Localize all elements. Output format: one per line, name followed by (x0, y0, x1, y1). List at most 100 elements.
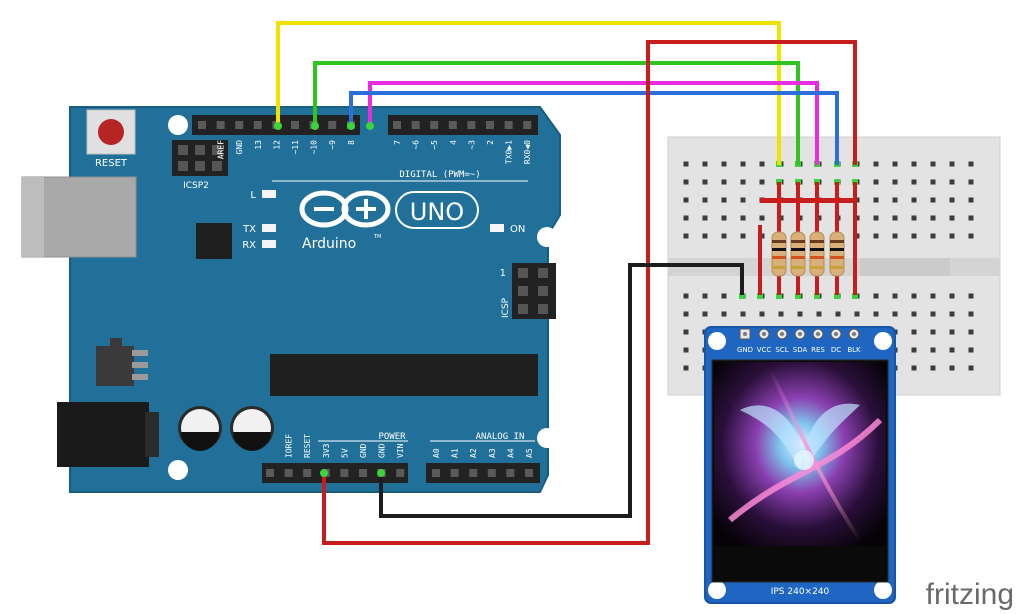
breadboard-hole[interactable] (740, 233, 746, 239)
breadboard-hole[interactable] (683, 347, 689, 353)
breadboard-hole[interactable] (721, 197, 727, 203)
breadboard-hole[interactable] (721, 293, 727, 299)
breadboard-hole-active[interactable] (776, 293, 782, 299)
breadboard-hole[interactable] (873, 233, 879, 239)
header-socket[interactable] (235, 121, 244, 129)
breadboard-hole[interactable] (759, 215, 765, 221)
header-socket[interactable] (328, 121, 337, 129)
header-socket[interactable] (430, 121, 439, 129)
breadboard-hole[interactable] (930, 233, 936, 239)
breadboard-hole[interactable] (949, 215, 955, 221)
breadboard-hole[interactable] (911, 293, 917, 299)
breadboard-hole[interactable] (949, 365, 955, 371)
header-socket[interactable] (506, 469, 515, 477)
breadboard-hole[interactable] (930, 179, 936, 185)
breadboard-hole[interactable] (968, 311, 974, 317)
breadboard-hole[interactable] (949, 179, 955, 185)
breadboard-hole[interactable] (949, 293, 955, 299)
breadboard-hole-active[interactable] (814, 293, 820, 299)
breadboard-hole-active[interactable] (795, 293, 801, 299)
breadboard-hole[interactable] (949, 329, 955, 335)
breadboard-hole[interactable] (911, 233, 917, 239)
breadboard-hole[interactable] (683, 179, 689, 185)
breadboard-hole[interactable] (759, 311, 765, 317)
breadboard-hole[interactable] (721, 161, 727, 167)
header-socket[interactable] (487, 469, 496, 477)
wire-d9-blue[interactable] (349, 91, 839, 165)
breadboard-hole[interactable] (835, 311, 841, 317)
header-socket[interactable] (504, 121, 513, 129)
breadboard-hole[interactable] (702, 311, 708, 317)
wire-mosi-green[interactable] (313, 61, 800, 165)
header-socket[interactable] (523, 121, 532, 129)
breadboard-hole[interactable] (702, 233, 708, 239)
wire-3v3-red[interactable] (322, 40, 857, 545)
breadboard-hole[interactable] (930, 293, 936, 299)
breadboard-hole[interactable] (892, 161, 898, 167)
header-socket[interactable] (486, 121, 494, 129)
breadboard-hole[interactable] (683, 365, 689, 371)
header-socket[interactable] (359, 469, 367, 477)
breadboard-hole[interactable] (930, 347, 936, 353)
breadboard-hole[interactable] (930, 329, 936, 335)
breadboard-hole[interactable] (911, 347, 917, 353)
breadboard-hole[interactable] (740, 197, 746, 203)
breadboard-hole[interactable] (778, 311, 784, 317)
breadboard-hole[interactable] (702, 197, 708, 203)
breadboard-hole[interactable] (740, 161, 746, 167)
breadboard-hole[interactable] (740, 311, 746, 317)
breadboard-hole[interactable] (892, 215, 898, 221)
header-socket[interactable] (340, 469, 349, 477)
breadboard-hole[interactable] (873, 293, 879, 299)
header-socket[interactable] (291, 121, 299, 129)
header-socket[interactable] (469, 469, 478, 477)
header-socket[interactable] (432, 469, 440, 477)
breadboard-hole[interactable] (949, 311, 955, 317)
header-socket[interactable] (450, 469, 459, 477)
breadboard-hole[interactable] (702, 161, 708, 167)
breadboard-hole[interactable] (797, 311, 803, 317)
breadboard-hole[interactable] (873, 311, 879, 317)
reset-button-cap[interactable] (98, 119, 124, 145)
breadboard-hole-active[interactable] (739, 293, 745, 299)
breadboard-hole[interactable] (873, 179, 879, 185)
breadboard-hole[interactable] (683, 311, 689, 317)
breadboard-hole[interactable] (930, 215, 936, 221)
breadboard-hole[interactable] (892, 233, 898, 239)
breadboard-hole[interactable] (683, 215, 689, 221)
header-socket[interactable] (393, 121, 401, 129)
breadboard-hole[interactable] (968, 215, 974, 221)
header-socket[interactable] (266, 469, 274, 477)
header-socket[interactable] (253, 121, 262, 129)
breadboard-hole[interactable] (683, 197, 689, 203)
breadboard-hole[interactable] (683, 233, 689, 239)
breadboard-hole[interactable] (930, 161, 936, 167)
breadboard-hole[interactable] (683, 293, 689, 299)
breadboard-hole[interactable] (911, 329, 917, 335)
breadboard-hole-active[interactable] (834, 293, 840, 299)
breadboard-hole[interactable] (968, 179, 974, 185)
resistor[interactable] (790, 231, 806, 277)
breadboard-hole[interactable] (759, 179, 765, 185)
breadboard-hole[interactable] (911, 179, 917, 185)
breadboard-hole[interactable] (721, 215, 727, 221)
breadboard-hole[interactable] (930, 197, 936, 203)
breadboard-hole[interactable] (968, 197, 974, 203)
breadboard-hole[interactable] (816, 311, 822, 317)
resistor[interactable] (829, 231, 845, 277)
wire-d8-magenta[interactable] (368, 81, 819, 165)
breadboard-hole[interactable] (873, 197, 879, 203)
header-socket[interactable] (448, 121, 457, 129)
breadboard-hole[interactable] (911, 365, 917, 371)
breadboard-hole[interactable] (930, 311, 936, 317)
header-socket[interactable] (284, 469, 293, 477)
breadboard-hole[interactable] (854, 311, 860, 317)
breadboard-hole[interactable] (911, 311, 917, 317)
breadboard-hole[interactable] (740, 179, 746, 185)
breadboard-hole[interactable] (702, 215, 708, 221)
breadboard-hole[interactable] (968, 293, 974, 299)
resistor[interactable] (809, 231, 825, 277)
breadboard-hole[interactable] (873, 161, 879, 167)
breadboard-hole[interactable] (949, 197, 955, 203)
breadboard-hole[interactable] (949, 233, 955, 239)
